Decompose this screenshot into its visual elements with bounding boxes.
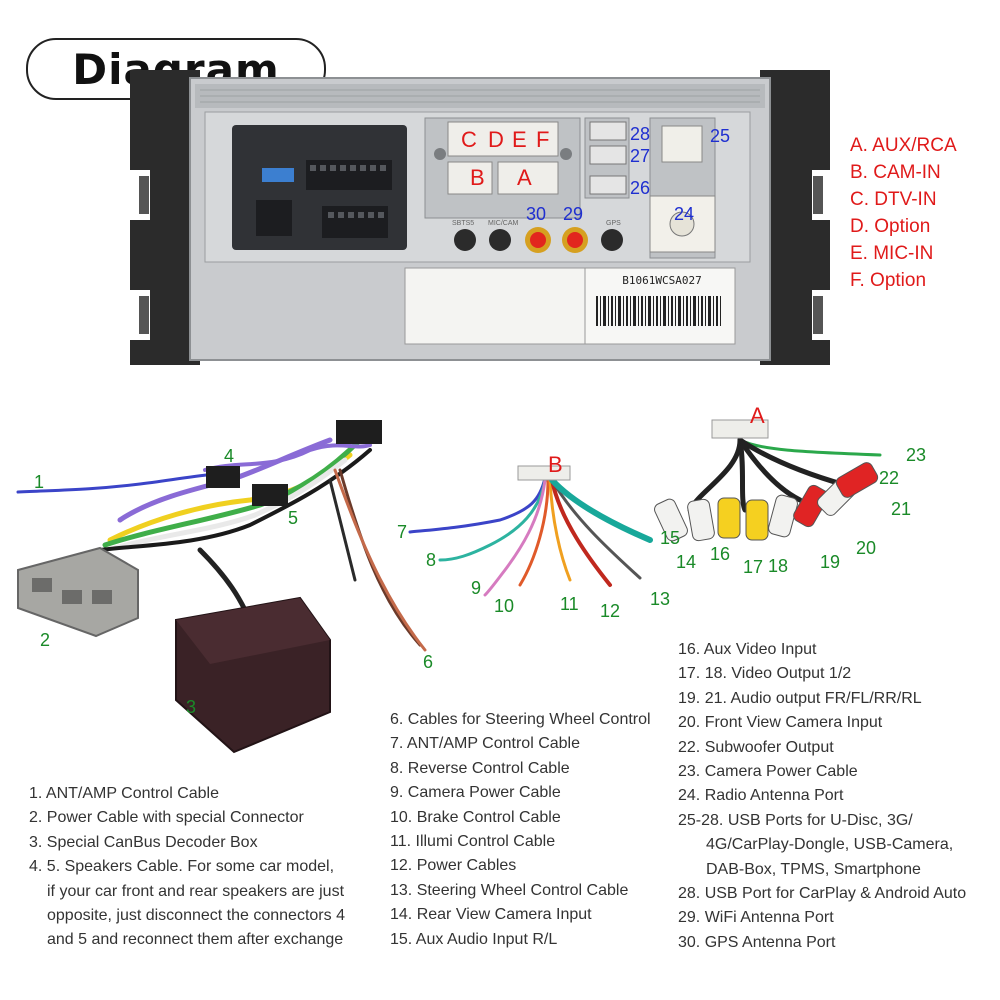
- label-6: 6: [423, 652, 434, 672]
- label-21: 21: [891, 499, 912, 519]
- list-item: 15. Aux Audio Input R/L: [390, 930, 558, 948]
- list-item: 1. ANT/AMP Control Cable: [29, 785, 220, 802]
- port-print-right: GPS: [606, 220, 621, 227]
- rating-sticker: [404, 267, 606, 345]
- list-item: 8. Reverse Control Cable: [390, 759, 570, 777]
- list-item: 14. Rear View Camera Input: [390, 906, 592, 924]
- harness-top-connector: [336, 420, 382, 444]
- usb-port-25: [661, 125, 703, 163]
- list-item: 11. Illumi Control Cable: [390, 833, 556, 851]
- list-item: 29. WiFi Antenna Port: [678, 909, 834, 927]
- connector-a: [711, 419, 769, 439]
- label-10: 10: [494, 596, 515, 616]
- port-label-28: 28: [630, 124, 651, 144]
- list-item: 13. Steering Wheel Control Cable: [390, 881, 629, 899]
- list-item: 16. Aux Video Input: [678, 641, 817, 658]
- connector-4: [206, 466, 240, 488]
- list-item: 30. GPS Antenna Port: [678, 933, 836, 951]
- port-label-27: 27: [630, 146, 651, 166]
- port-label-a: A: [517, 165, 532, 190]
- port-label-26: 26: [630, 178, 651, 198]
- port-a: [497, 161, 559, 195]
- label-16: 16: [710, 544, 731, 564]
- left-bracket: [130, 70, 200, 365]
- list-item: 28. USB Port for CarPlay & Android Auto: [678, 885, 967, 903]
- label-18: 18: [768, 556, 789, 576]
- label-11: 11: [560, 594, 579, 614]
- label-15: 15: [660, 528, 681, 548]
- port-label-e: E: [512, 127, 527, 152]
- label-1: 1: [34, 472, 45, 492]
- label-20: 20: [856, 538, 877, 558]
- usb-port-26: [589, 175, 627, 195]
- label-5: 5: [288, 508, 299, 528]
- label-23: 23: [906, 445, 927, 465]
- port-print-left: SBTS5: [452, 220, 475, 227]
- label-14: 14: [676, 552, 697, 572]
- list-item: DAB-Box, TPMS, Smartphone: [706, 860, 921, 878]
- list-item: 17. 18. Video Output 1/2: [678, 665, 852, 683]
- legend-item-a: A. AUX/RCA: [850, 135, 957, 156]
- list-item: 24. Radio Antenna Port: [678, 787, 844, 805]
- list-item: 19. 21. Audio output FR/FL/RR/RL: [678, 689, 922, 707]
- list-item: 23. Camera Power Cable: [678, 763, 858, 781]
- label-2: 2: [40, 630, 51, 650]
- label-12: 12: [600, 601, 621, 621]
- port-label-c: C: [461, 127, 477, 152]
- legend-item-f: F. Option: [850, 270, 927, 291]
- connector-5: [252, 484, 288, 506]
- list-item: 4. 5. Speakers Cable. For some car model…: [29, 858, 335, 876]
- port-cdef: [447, 121, 559, 157]
- legend-item-c: C. DTV-IN: [850, 189, 937, 210]
- list-item: 10. Brake Control Cable: [390, 808, 561, 826]
- label-13: 13: [650, 589, 671, 609]
- legend-item-e: E. MIC-IN: [850, 243, 934, 264]
- legend-item-b: B. CAM-IN: [850, 162, 941, 183]
- legend-list-middle: 6. Cables for Steering Wheel Control 7. …: [390, 708, 651, 952]
- label-7: 7: [397, 522, 408, 542]
- label-a: A: [750, 403, 765, 428]
- label-22: 22: [879, 468, 900, 488]
- port-label-29: 29: [563, 204, 584, 224]
- port-label-d: D: [488, 127, 504, 152]
- label-3: 3: [186, 697, 197, 717]
- list-item: and 5 and reconnect them after exchange: [47, 931, 344, 949]
- port-label-25: 25: [710, 126, 731, 146]
- port-b: [447, 161, 493, 195]
- connector-b: [517, 465, 571, 481]
- port-label-30: 30: [526, 204, 547, 224]
- label-b: B: [548, 452, 563, 477]
- list-item: 7. ANT/AMP Control Cable: [390, 735, 581, 753]
- label-4: 4: [224, 446, 235, 466]
- list-item: 22. Subwoofer Output: [678, 738, 834, 756]
- port-label-b: B: [470, 165, 485, 190]
- list-item: 9. Camera Power Cable: [390, 784, 561, 802]
- label-17: 17: [743, 557, 764, 577]
- list-item: 4G/CarPlay-Dongle, USB-Camera,: [706, 836, 954, 854]
- port-label-24: 24: [674, 204, 695, 224]
- list-item: opposite, just disconnect the connectors…: [47, 907, 345, 925]
- legend-item-d: D. Option: [850, 216, 931, 237]
- list-item: if your car front and rear speakers are …: [47, 882, 345, 900]
- label-19: 19: [820, 552, 841, 572]
- list-item: 6. Cables for Steering Wheel Control: [390, 711, 651, 728]
- label-9: 9: [471, 578, 482, 598]
- usb-port-28: [589, 121, 627, 141]
- list-item: 2. Power Cable with special Connector: [29, 809, 304, 827]
- legend-list-left: 1. ANT/AMP Control Cable 2. Power Cable …: [29, 782, 345, 953]
- barcode-text: B1061WCSA027: [622, 274, 702, 287]
- port-legend: A. AUX/RCA B. CAM-IN C. DTV-IN D. Option…: [850, 132, 957, 294]
- list-item: 3. Special CanBus Decoder Box: [29, 833, 258, 851]
- list-item: 25-28. USB Ports for U-Disc, 3G/: [678, 811, 913, 829]
- legend-list-right: 16. Aux Video Input 17. 18. Video Output…: [678, 638, 966, 955]
- port-label-f: F: [536, 127, 550, 152]
- usb-port-27: [589, 145, 627, 165]
- right-bracket: [760, 70, 830, 365]
- port-print-mid: MIC/CAM: [488, 220, 519, 227]
- list-item: 12. Power Cables: [390, 857, 517, 875]
- label-8: 8: [426, 550, 437, 570]
- list-item: 20. Front View Camera Input: [678, 714, 883, 732]
